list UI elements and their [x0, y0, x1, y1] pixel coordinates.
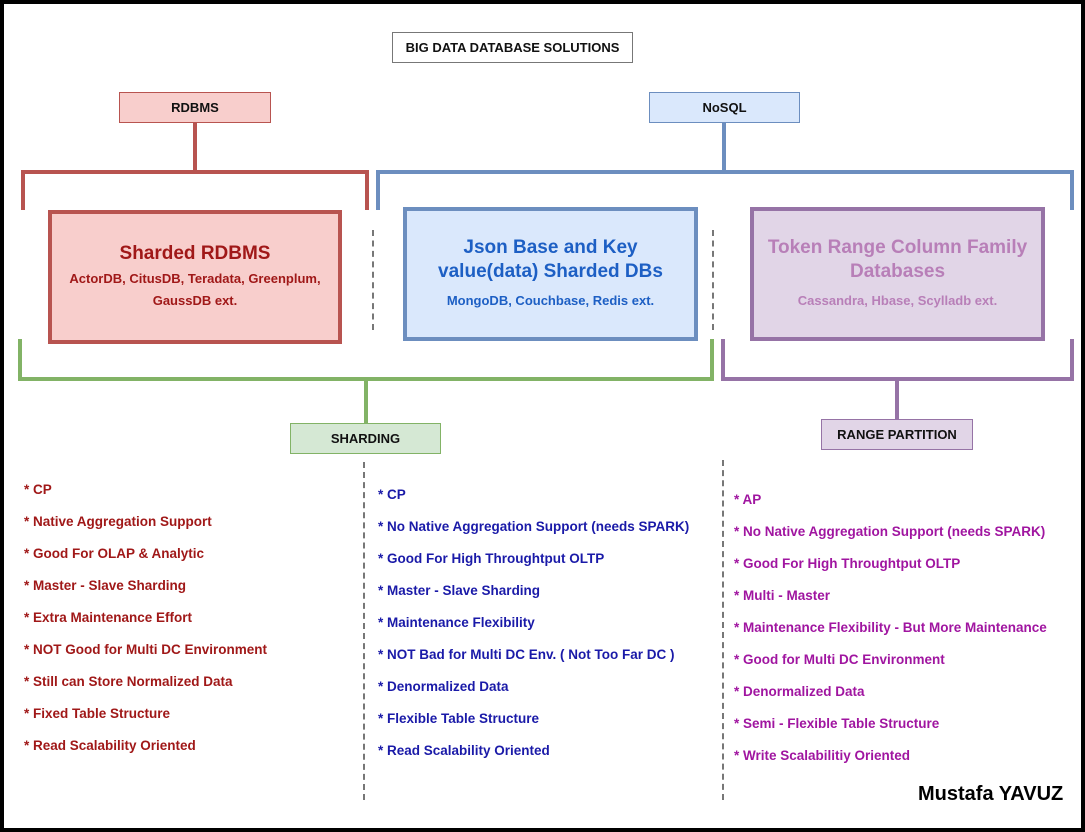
sharded-rdbms-examples-line1: ActorDB, CitusDB, Teradata, Greenplum, — [69, 271, 321, 286]
feature-item: * CP — [378, 487, 406, 502]
column-separator-2 — [722, 460, 724, 800]
feature-item: * Denormalized Data — [734, 684, 865, 699]
feature-item: * Maintenance Flexibility — [378, 615, 535, 630]
nosql-bracket-left — [376, 170, 380, 210]
feature-item: * Still can Store Normalized Data — [24, 674, 233, 689]
sharding-bracket-right — [710, 339, 714, 381]
feature-item: * Good For OLAP & Analytic — [24, 546, 205, 561]
feature-item: * Flexible Table Structure — [378, 711, 540, 726]
token-range-title-line1: Token Range Column Family — [767, 237, 1028, 258]
feature-item: * Native Aggregation Support — [24, 514, 212, 529]
nosql-bracket-right — [1070, 170, 1074, 210]
diagram-title-text: BIG DATA DATABASE SOLUTIONS — [405, 40, 620, 55]
feature-item: * Maintenance Flexibility - But More Mai… — [734, 620, 1047, 635]
rdbms-bracket-right — [365, 170, 369, 210]
json-kv-title-line2: value(data) Sharded DBs — [438, 261, 663, 282]
range-partition-label-text: RANGE PARTITION — [837, 427, 957, 442]
feature-item: * No Native Aggregation Support (needs S… — [378, 519, 690, 534]
feature-item: * Multi - Master — [734, 588, 831, 603]
feature-item: * CP — [24, 482, 52, 497]
rdbms-bracket-left — [21, 170, 25, 210]
feature-item: * Semi - Flexible Table Structure — [734, 716, 940, 731]
nosql-bracket-stem — [722, 123, 726, 173]
range-bracket-left — [721, 339, 725, 381]
sharded-rdbms-box: Sharded RDBMS ActorDB, CitusDB, Teradata… — [48, 210, 342, 344]
feature-item: * AP — [734, 492, 762, 507]
json-kv-box: Json Base and Key value(data) Sharded DB… — [403, 207, 698, 341]
diagram-canvas: BIG DATA DATABASE SOLUTIONS RDBMS NoSQL … — [4, 4, 1081, 828]
feature-item: * NOT Good for Multi DC Environment — [24, 642, 267, 657]
sharding-label-text: SHARDING — [330, 431, 401, 446]
column-separator-1 — [363, 462, 365, 800]
sharding-label: SHARDING — [290, 423, 441, 454]
range-bracket-stem — [895, 377, 899, 419]
token-range-features: * AP * No Native Aggregation Support (ne… — [734, 492, 1047, 780]
feature-item: * Write Scalabilitiy Oriented — [734, 748, 911, 763]
feature-item: * Master - Slave Sharding — [24, 578, 187, 593]
json-kv-features: * CP * No Native Aggregation Support (ne… — [378, 487, 689, 775]
sharding-bracket-stem — [364, 377, 368, 423]
feature-item: * Good for Multi DC Environment — [734, 652, 945, 667]
author-name: Mustafa YAVUZ — [918, 783, 1064, 805]
nosql-bracket-top — [376, 170, 1074, 174]
box-separator-2 — [712, 230, 714, 330]
rdbms-label-text: RDBMS — [171, 100, 219, 115]
rdbms-features: * CP * Native Aggregation Support * Good… — [24, 482, 267, 770]
rdbms-bracket-stem — [193, 123, 197, 173]
sharding-bracket-left — [18, 339, 22, 381]
feature-item: * Fixed Table Structure — [24, 706, 171, 721]
feature-item: * Read Scalability Oriented — [24, 738, 196, 753]
feature-item: * Master - Slave Sharding — [378, 583, 541, 598]
json-kv-examples: MongoDB, Couchbase, Redis ext. — [446, 293, 655, 308]
range-partition-label: RANGE PARTITION — [821, 419, 973, 450]
sharded-rdbms-title: Sharded RDBMS — [119, 243, 271, 264]
feature-item: * Read Scalability Oriented — [378, 743, 550, 758]
rdbms-label: RDBMS — [119, 92, 271, 123]
sharded-rdbms-examples-line2: GaussDB ext. — [152, 293, 238, 308]
feature-item: * Good For High Throughtput OLTP — [734, 556, 961, 571]
diagram-title: BIG DATA DATABASE SOLUTIONS — [392, 32, 633, 63]
feature-item: * No Native Aggregation Support (needs S… — [734, 524, 1046, 539]
feature-item: * Extra Maintenance Effort — [24, 610, 193, 625]
feature-item: * Denormalized Data — [378, 679, 509, 694]
token-range-box: Token Range Column Family Databases Cass… — [750, 207, 1045, 341]
range-bracket-right — [1070, 339, 1074, 381]
nosql-label-text: NoSQL — [702, 100, 747, 115]
rdbms-bracket-top — [21, 170, 369, 174]
json-kv-title-line1: Json Base and Key — [463, 237, 638, 258]
feature-item: * NOT Bad for Multi DC Env. ( Not Too Fa… — [378, 647, 675, 662]
token-range-examples: Cassandra, Hbase, Scylladb ext. — [797, 293, 998, 308]
feature-item: * Good For High Throughtput OLTP — [378, 551, 605, 566]
box-separator-1 — [372, 230, 374, 330]
token-range-title-line2: Databases — [849, 261, 946, 282]
nosql-label: NoSQL — [649, 92, 800, 123]
